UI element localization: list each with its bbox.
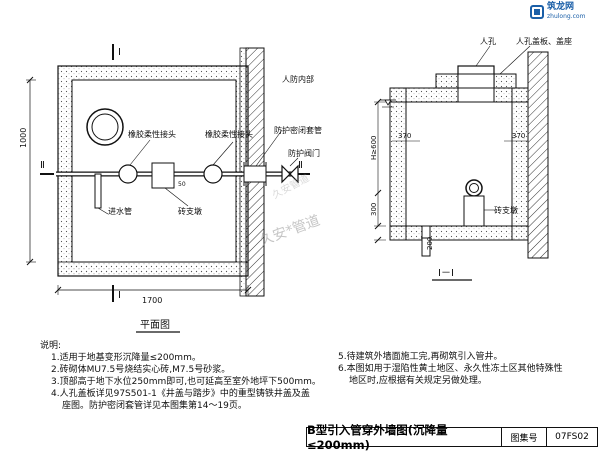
notes-left-column: 说明: 1.适用于地基变形沉降量≤200mm。 2.砖砌体MU7.5号烧结实心砖… (40, 340, 330, 412)
plan-section-mark-top: Ⅰ (118, 47, 121, 58)
section-inlet-pipe (421, 225, 431, 257)
logo-name: 筑龙网 (547, 2, 575, 12)
note-line: 地区时,应根据有关规定另做处理。 (349, 376, 487, 386)
logo-mark-icon (530, 5, 544, 19)
plan-label-indoor: 人防内部 (282, 74, 314, 84)
section-label-cover: 人孔盖板、盖座 (516, 36, 572, 46)
section-label-pier: 砖支墩 (494, 205, 518, 215)
plan-axis-mark-left: Ⅱ (40, 160, 45, 171)
section-label-manhole: 人孔 (480, 37, 496, 46)
note-line: 1.适用于地基变形沉降量≤200mm。 (51, 353, 201, 363)
section-dim-370-left: 370 (398, 132, 411, 140)
section-dim-h: H≥600 (370, 136, 378, 161)
plan-view: Ⅰ Ⅰ Ⅱ Ⅱ 50 人防内部 (19, 44, 322, 333)
note-line: 6.本图如用于湿陷性黄土地区、永久性冻土区其他特殊性 (338, 364, 563, 374)
section-dim-300: 300 (370, 203, 378, 216)
section-brick-pier (463, 195, 485, 227)
plan-brick-pier (151, 162, 175, 189)
atlas-number-label: 图集号 (502, 428, 547, 446)
plan-label-inlet: 进水管 (108, 206, 132, 216)
notes-right-column: 5.待建筑外墙面施工完,再砌筑引入管井。 6.本图如用于湿陷性黄土地区、永久性冻… (338, 351, 600, 387)
plan-joint-1 (118, 164, 138, 184)
plan-inlet-elbow (94, 173, 102, 209)
plan-dim-width: 1700 (142, 296, 162, 305)
section-building-wall (527, 51, 549, 259)
plan-valve (281, 164, 299, 184)
section-view: H≥600 300 370 370 200 人孔 人孔盖板、盖座 砖支墩 Ⅰ－Ⅰ (370, 36, 572, 281)
plan-label-joint-2: 橡胶柔性接头 (205, 129, 253, 139)
note-line: 5.待建筑外墙面施工完,再砌筑引入管井。 (338, 352, 503, 362)
notes-block: 说明: 1.适用于地基变形沉降量≤200mm。 2.砖砌体MU7.5号烧结实心砖… (40, 340, 600, 420)
plan-title: 平面图 (140, 319, 170, 331)
plan-joint-2 (203, 164, 223, 184)
section-right-wall (511, 87, 529, 241)
logo-url: zhulong.com (547, 13, 586, 20)
plan-label-sleeve: 防护密闭套管 (274, 125, 322, 135)
note-line: 4.人孔盖板详见97S501-1《井盖与踏步》中的重型铸铁井盖及盖 (51, 389, 310, 399)
drawing-title: B型引入管穿外墙图(沉降量≤200mm) (307, 423, 502, 452)
section-dim-200: 200 (426, 237, 434, 250)
svg-text:50: 50 (178, 181, 186, 188)
section-base (389, 225, 529, 241)
title-block: B型引入管穿外墙图(沉降量≤200mm) 图集号 07FS02 (306, 423, 598, 452)
atlas-number-value: 07FS02 (555, 432, 589, 442)
site-logo: 筑龙网 zhulong.com (530, 2, 598, 22)
plan-axis-mark-right: Ⅱ (298, 160, 303, 171)
plan-label-joint-1: 橡胶柔性接头 (128, 129, 176, 139)
plan-section-mark-bottom: Ⅰ (118, 290, 121, 301)
plan-label-valve: 防护阀门 (288, 148, 320, 158)
section-dim-370-right: 370 (512, 132, 525, 140)
note-line: 3.顶部高于地下水位250mm即可,也可延高至室外地坪下500mm。 (51, 377, 321, 387)
note-line: 2.砖砌体MU7.5号烧结实心砖,M7.5号砂浆。 (51, 365, 231, 375)
section-left-wall (389, 87, 407, 241)
plan-sleeve (243, 165, 267, 183)
plan-dim-height: 1000 (19, 128, 28, 148)
notes-heading: 说明: (40, 341, 62, 351)
plan-label-pier: 砖支墩 (178, 206, 202, 216)
section-title: Ⅰ－Ⅰ (438, 268, 454, 279)
plan-manhole (86, 108, 124, 146)
note-line: 座图。防护密闭套管详见本图集第14～19页。 (62, 401, 247, 411)
